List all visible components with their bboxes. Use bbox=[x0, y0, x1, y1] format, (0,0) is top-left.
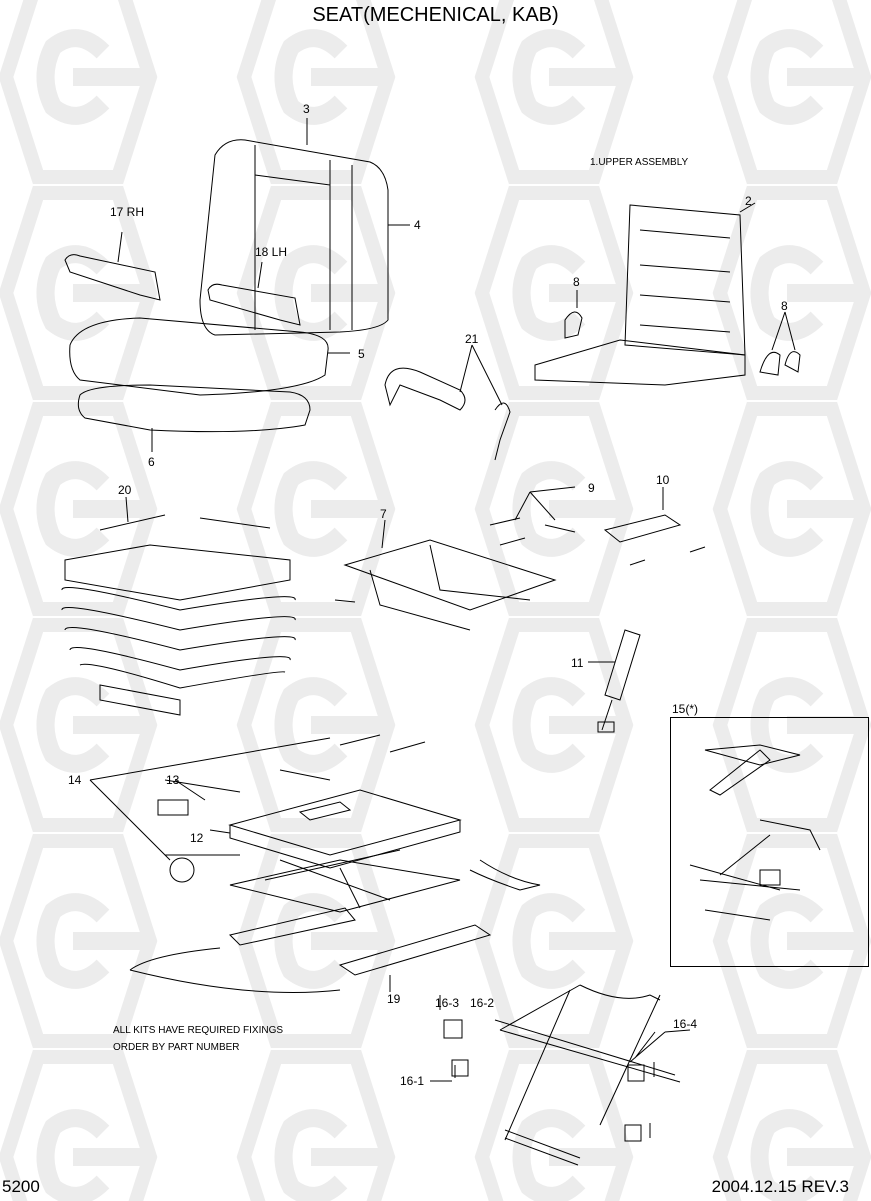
watermark-logo-icon bbox=[712, 402, 871, 616]
armrest-parts bbox=[64, 231, 301, 326]
callout-16-1: 16-1 bbox=[400, 1074, 425, 1088]
watermark-logo-icon bbox=[712, 834, 871, 1048]
watermark-logo-icon bbox=[236, 834, 396, 1048]
watermark-logo-icon bbox=[236, 186, 396, 400]
callout-13: 13 bbox=[166, 773, 180, 787]
watermark-logo-icon bbox=[474, 186, 634, 400]
callout-16-3: 16-3 bbox=[435, 996, 460, 1010]
watermark-logo-icon bbox=[0, 618, 158, 832]
watermark-logo-icon bbox=[474, 402, 634, 616]
suspension-bellows-part bbox=[61, 496, 296, 716]
callout-17-rh: 17 RH bbox=[110, 205, 145, 219]
callout-7: 7 bbox=[380, 507, 387, 521]
callout-12: 12 bbox=[190, 831, 204, 845]
watermark-logo-icon bbox=[0, 402, 158, 616]
shock-absorber-part bbox=[588, 629, 641, 733]
callout-8-left: 8 bbox=[573, 275, 580, 289]
watermark-logo-icon bbox=[712, 186, 871, 400]
seat-belt-part bbox=[384, 344, 511, 461]
watermark-logo-icon bbox=[712, 1050, 871, 1201]
callout-8-right: 8 bbox=[781, 299, 788, 313]
watermark-logo-icon bbox=[474, 0, 634, 184]
callout-15: 15(*) bbox=[672, 702, 699, 716]
seat-cushion-part bbox=[69, 317, 350, 452]
upper-assembly-caption: 1.UPPER ASSEMBLY bbox=[590, 157, 689, 168]
watermark-logo-icon bbox=[236, 1050, 396, 1201]
watermark-logo-icon bbox=[712, 0, 871, 184]
callout-16-4: 16-4 bbox=[673, 1017, 698, 1031]
watermark-logo-icon bbox=[0, 1050, 158, 1201]
callout-9: 9 bbox=[588, 481, 595, 495]
callout-6: 6 bbox=[148, 455, 155, 469]
callout-16-2: 16-2 bbox=[470, 996, 495, 1010]
lower-scissor-part bbox=[430, 984, 691, 1166]
upper-frame-part bbox=[534, 202, 801, 386]
scissor-base-part bbox=[89, 734, 462, 913]
revision-date: 2004.12.15 REV.3 bbox=[711, 1177, 849, 1196]
watermark-logo-icon bbox=[0, 834, 158, 1048]
callout-5: 5 bbox=[358, 347, 365, 361]
callout-11: 11 bbox=[571, 656, 584, 670]
callout-18-lh: 18 LH bbox=[255, 245, 288, 259]
watermark-logo-icon bbox=[0, 186, 158, 400]
watermark-logo-icon bbox=[236, 0, 396, 184]
rail-and-cable-part bbox=[129, 859, 541, 993]
callout-20: 20 bbox=[118, 483, 132, 497]
page-number: 5200 bbox=[2, 1177, 40, 1196]
inset-15-drawing bbox=[689, 744, 821, 921]
spring-parts bbox=[489, 486, 706, 566]
callout-2: 2 bbox=[745, 194, 752, 208]
note-fixings: ALL KITS HAVE REQUIRED FIXINGS bbox=[113, 1025, 284, 1036]
seat-back-part bbox=[199, 118, 410, 336]
watermark-logo-icon bbox=[474, 834, 634, 1048]
inset-box-15 bbox=[670, 717, 869, 967]
callout-10: 10 bbox=[656, 473, 670, 487]
watermark-logo-icon bbox=[236, 402, 396, 616]
watermark-logo-icon bbox=[236, 618, 396, 832]
note-order: ORDER BY PART NUMBER bbox=[113, 1042, 240, 1053]
slide-frame-part bbox=[334, 519, 557, 631]
watermark-logo-icon bbox=[0, 0, 158, 184]
callout-14: 14 bbox=[68, 773, 82, 787]
watermark-logo-icon bbox=[712, 618, 871, 832]
callout-19: 19 bbox=[387, 992, 401, 1006]
diagram-title: SEAT(MECHENICAL, KAB) bbox=[312, 4, 559, 26]
callout-4: 4 bbox=[414, 218, 421, 232]
watermark-logo-icon bbox=[474, 618, 634, 832]
callout-3: 3 bbox=[303, 102, 310, 116]
callout-21: 21 bbox=[465, 332, 479, 346]
